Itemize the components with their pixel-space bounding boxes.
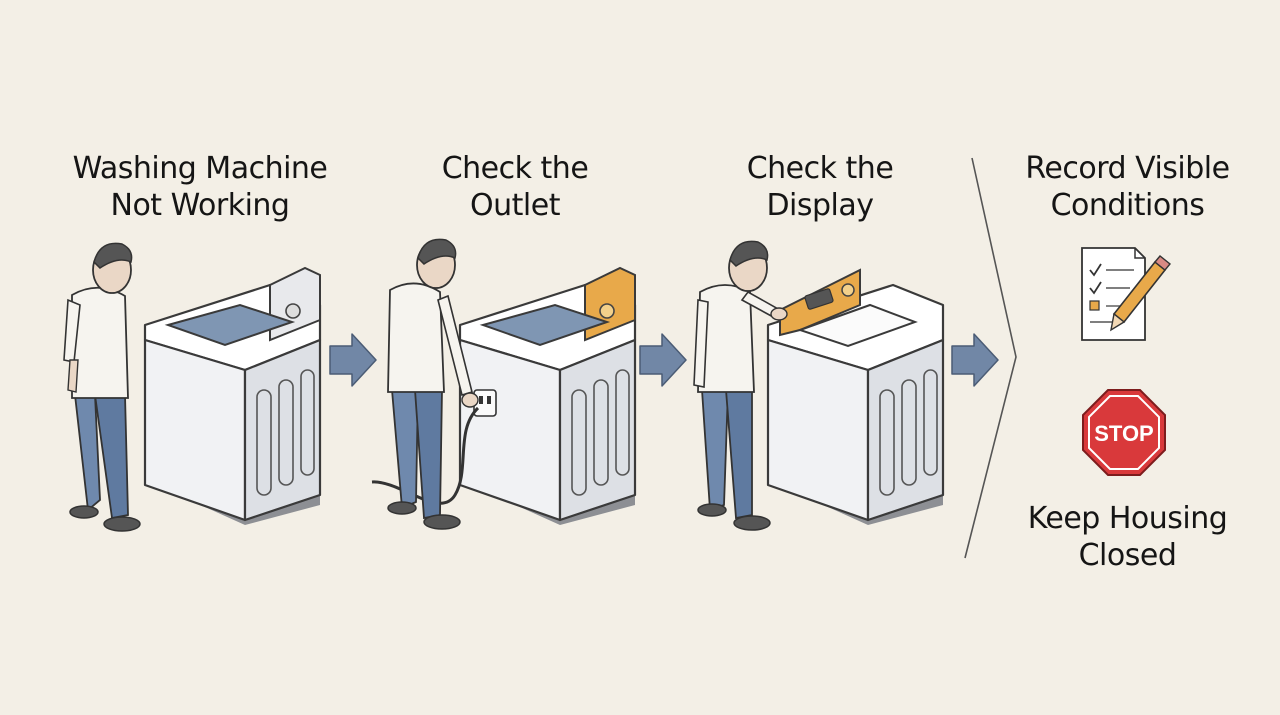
washer-illustration-2 — [458, 266, 637, 527]
title-line: Closed — [1078, 538, 1177, 573]
person-illustration-2 — [387, 238, 479, 530]
step-title-check-the-outlet: Check the Outlet — [395, 150, 635, 224]
step-title-record-visible-conditions: Record Visible Conditions — [1000, 150, 1255, 224]
person-illustration-3 — [693, 240, 788, 531]
arrow-right-icon — [639, 333, 687, 387]
washer-illustration-3 — [766, 268, 945, 527]
title-line: Display — [766, 188, 874, 223]
title-line: Washing Machine — [72, 151, 328, 186]
section-divider — [964, 157, 1017, 559]
title-line: Keep Housing — [1027, 501, 1228, 536]
arrow-right-icon — [951, 333, 999, 387]
checklist-pencil-icon — [1081, 247, 1171, 341]
title-line: Record Visible — [1025, 151, 1230, 186]
step-title-washing-machine-not-working: Washing Machine Not Working — [50, 150, 350, 224]
arrow-right-icon — [329, 333, 377, 387]
stop-sign-icon: STOP — [1082, 389, 1166, 476]
stop-sign-label: STOP — [1094, 421, 1154, 446]
person-illustration-1 — [63, 242, 141, 532]
title-line: Check the — [441, 151, 589, 186]
step-title-check-the-display: Check the Display — [700, 150, 940, 224]
note-keep-housing-closed: Keep Housing Closed — [1000, 500, 1255, 574]
title-line: Check the — [746, 151, 894, 186]
title-line: Conditions — [1050, 188, 1205, 223]
title-line: Outlet — [470, 188, 560, 223]
title-line: Not Working — [110, 188, 290, 223]
washer-illustration-1 — [143, 266, 322, 527]
